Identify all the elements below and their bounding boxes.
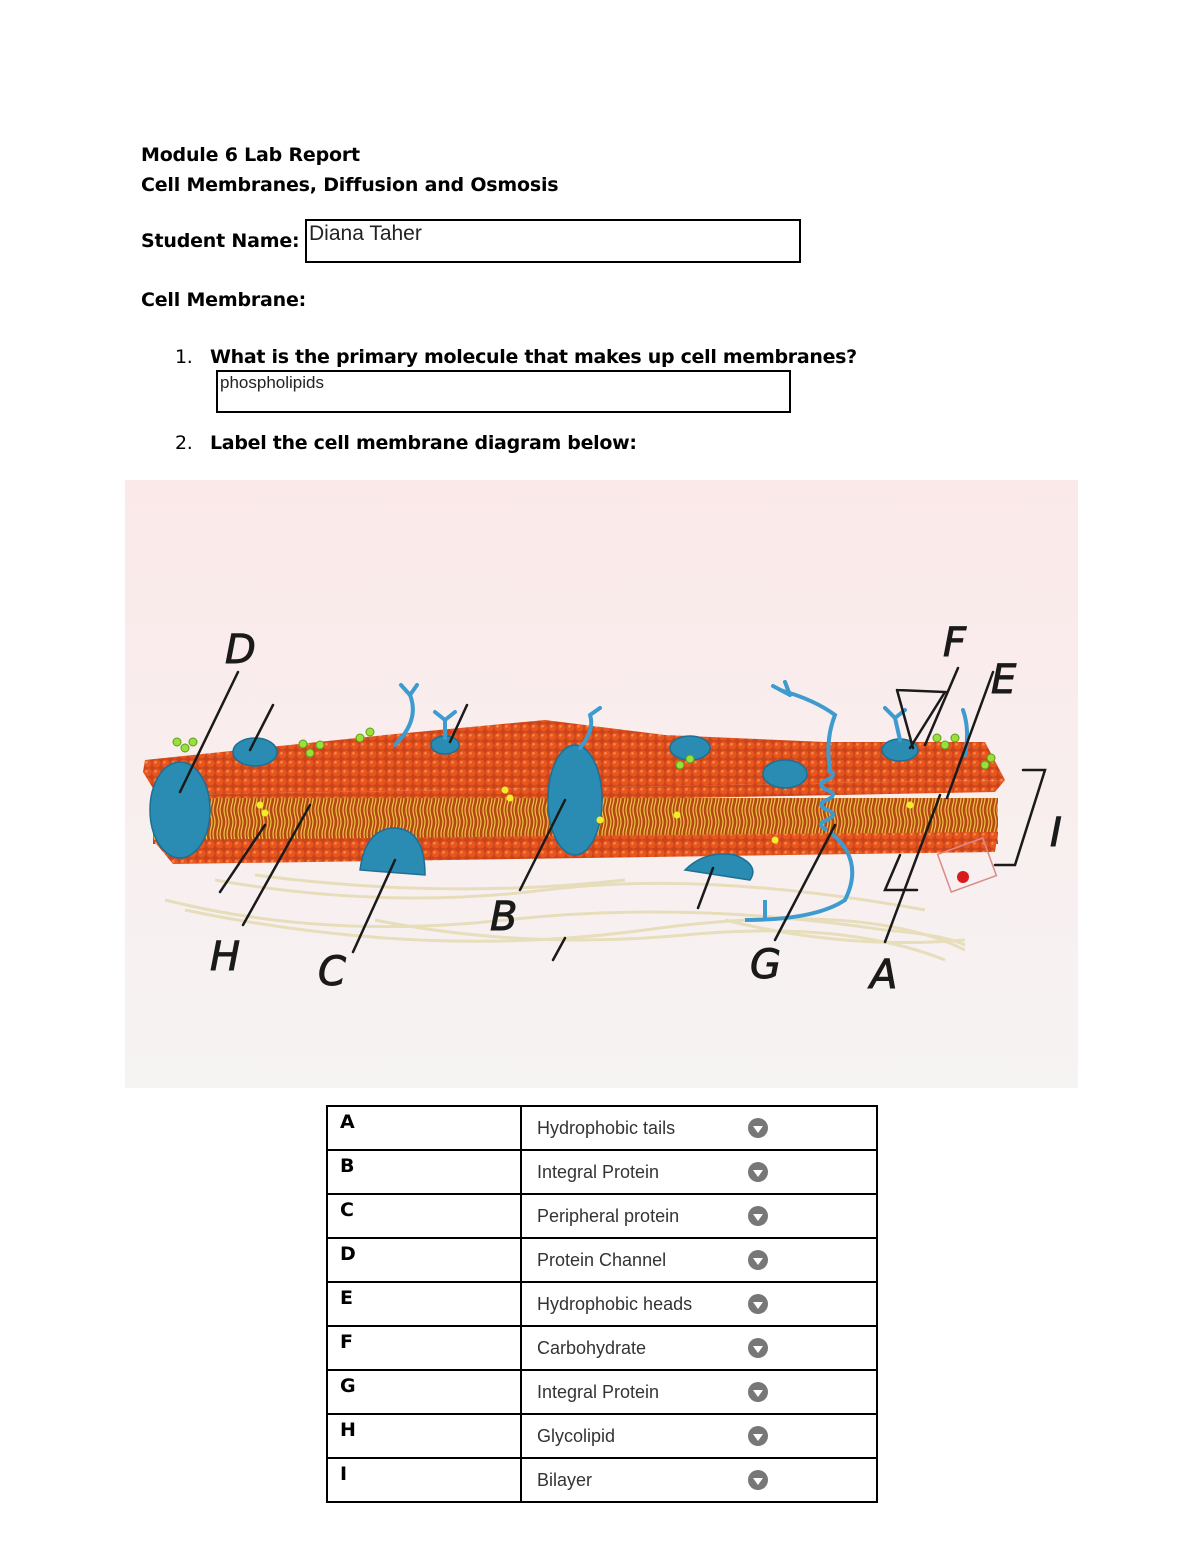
- answer-dropdown[interactable]: Hydrophobic heads: [520, 1281, 878, 1327]
- question-2: 2. Label the cell membrane diagram below…: [175, 432, 637, 454]
- highlight-box: [936, 837, 998, 893]
- section-heading: Cell Membrane:: [141, 289, 307, 311]
- answer-dropdown[interactable]: Peripheral protein: [520, 1193, 878, 1239]
- row-letter: D: [326, 1237, 522, 1283]
- label-leader-lines: [178, 666, 1047, 962]
- answer-dropdown[interactable]: Bilayer: [520, 1457, 878, 1503]
- document-title: Module 6 Lab Report: [141, 144, 360, 166]
- cell-membrane-diagram: D F E I H C B G A: [125, 480, 1078, 1088]
- question-1-answer-field[interactable]: phospholipids: [216, 370, 791, 413]
- chevron-down-circle-icon[interactable]: [748, 1426, 768, 1446]
- answer-text: Integral Protein: [537, 1381, 660, 1402]
- diagram-label-e: E: [991, 657, 1017, 703]
- table-row: E Hydrophobic heads: [326, 1281, 878, 1327]
- diagram-label-i: I: [1050, 810, 1062, 856]
- row-letter: H: [326, 1413, 522, 1459]
- cytoskeleton-filaments: [164, 873, 966, 962]
- answer-dropdown[interactable]: Integral Protein: [520, 1369, 878, 1415]
- diagram-label-b: B: [490, 894, 517, 940]
- glycolipid-markers: [172, 727, 996, 770]
- row-letter: B: [326, 1149, 522, 1195]
- row-letter: C: [326, 1193, 522, 1239]
- diagram-label-d: D: [225, 627, 256, 673]
- table-row: F Carbohydrate: [326, 1325, 878, 1371]
- question-2-number: 2.: [175, 432, 193, 454]
- answer-dropdown[interactable]: Integral Protein: [520, 1149, 878, 1195]
- answer-dropdown[interactable]: Protein Channel: [520, 1237, 878, 1283]
- answer-dropdown[interactable]: Glycolipid: [520, 1413, 878, 1459]
- answer-text: Integral Protein: [537, 1161, 660, 1182]
- diagram-label-g: G: [750, 942, 781, 988]
- integral-protein-b: [547, 744, 603, 856]
- diagram-label-a: A: [867, 952, 897, 998]
- membrane-front-upper-heads: [143, 760, 1005, 808]
- answer-text: Glycolipid: [537, 1425, 616, 1446]
- table-row: G Integral Protein: [326, 1369, 878, 1415]
- diagram-label-f: F: [943, 620, 967, 666]
- question-1-number: 1.: [175, 346, 193, 368]
- chevron-down-circle-icon[interactable]: [748, 1382, 768, 1402]
- answer-dropdown[interactable]: Carbohydrate: [520, 1325, 878, 1371]
- chevron-down-circle-icon[interactable]: [748, 1294, 768, 1314]
- chevron-down-circle-icon[interactable]: [748, 1206, 768, 1226]
- document-subtitle: Cell Membranes, Diffusion and Osmosis: [141, 174, 559, 196]
- chevron-down-circle-icon[interactable]: [748, 1470, 768, 1490]
- answer-text: Bilayer: [537, 1469, 593, 1490]
- diagram-label-c: C: [318, 949, 346, 995]
- student-name-field[interactable]: Diana Taher: [305, 219, 801, 263]
- row-letter: A: [326, 1105, 522, 1151]
- row-letter: F: [326, 1325, 522, 1371]
- chevron-down-circle-icon[interactable]: [748, 1118, 768, 1138]
- carbohydrate-chains: [393, 680, 970, 757]
- diagram-label-h: H: [210, 934, 240, 980]
- answer-text: Protein Channel: [537, 1249, 667, 1270]
- peripheral-protein: [359, 827, 426, 876]
- table-row: I Bilayer: [326, 1457, 878, 1503]
- row-letter: I: [326, 1457, 522, 1503]
- question-1: 1. What is the primary molecule that mak…: [175, 346, 857, 368]
- chevron-down-circle-icon[interactable]: [748, 1162, 768, 1182]
- answer-dropdown[interactable]: Hydrophobic tails: [520, 1105, 878, 1151]
- answer-text: Peripheral protein: [537, 1205, 680, 1226]
- cholesterol-markers: [256, 786, 914, 844]
- table-row: A Hydrophobic tails: [326, 1105, 878, 1151]
- protein-channel: [149, 761, 211, 859]
- answer-text: Hydrophobic tails: [537, 1117, 676, 1138]
- answer-text: Hydrophobic heads: [537, 1293, 693, 1314]
- chevron-down-circle-icon[interactable]: [748, 1338, 768, 1358]
- table-row: D Protein Channel: [326, 1237, 878, 1283]
- student-name-label: Student Name:: [141, 230, 300, 252]
- table-row: B Integral Protein: [326, 1149, 878, 1195]
- highlight-dot: [957, 871, 969, 883]
- row-letter: G: [326, 1369, 522, 1415]
- row-letter: E: [326, 1281, 522, 1327]
- answer-table: A Hydrophobic tails B Integral Protein C…: [326, 1105, 878, 1503]
- helical-protein: [744, 688, 855, 922]
- membrane-proteins: [149, 735, 919, 881]
- question-1-text: What is the primary molecule that makes …: [210, 346, 857, 368]
- chevron-down-circle-icon[interactable]: [748, 1250, 768, 1270]
- answer-text: Carbohydrate: [537, 1337, 647, 1358]
- table-row: C Peripheral protein: [326, 1193, 878, 1239]
- question-2-text: Label the cell membrane diagram below:: [210, 432, 637, 454]
- table-row: H Glycolipid: [326, 1413, 878, 1459]
